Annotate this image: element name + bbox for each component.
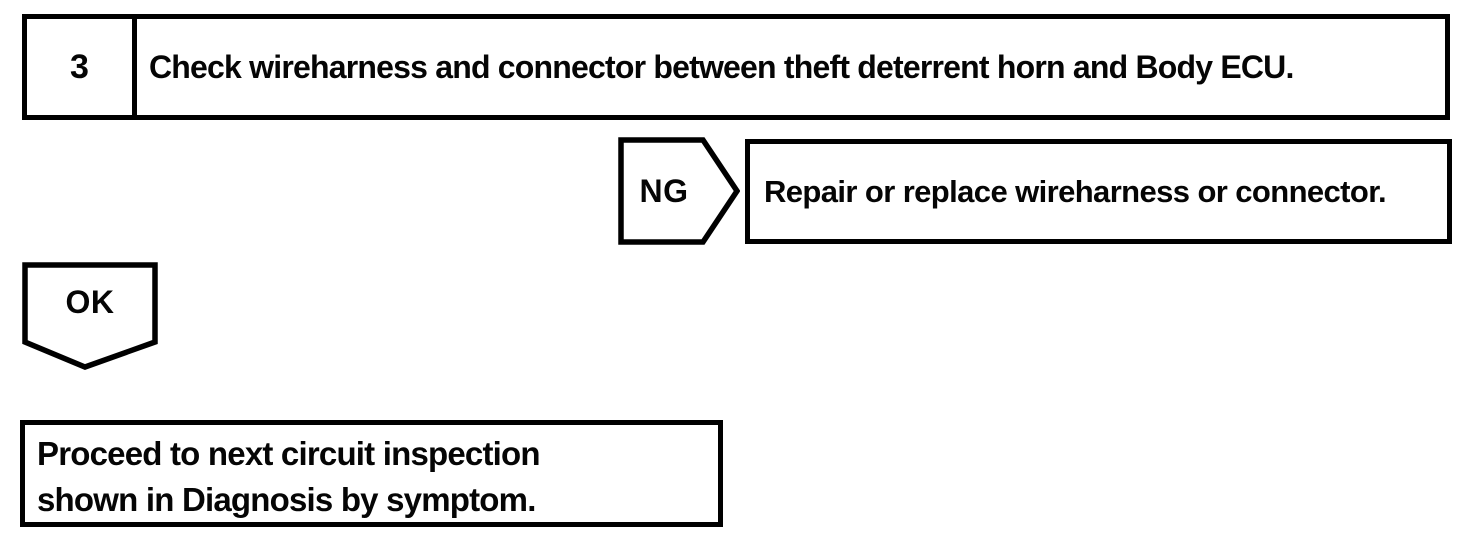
step-box: 3 Check wireharness and connector betwee… (22, 14, 1450, 120)
step-number: 3 (27, 19, 137, 115)
ok-connector: OK (22, 262, 158, 370)
ok-arrow-shape (22, 262, 158, 370)
ng-connector: NG (618, 137, 740, 245)
ng-arrow-shape (618, 137, 740, 245)
result-line-1: Proceed to next circuit inspection (37, 435, 541, 472)
ok-label: OK (65, 283, 115, 320)
ng-action-box: Repair or replace wireharness or connect… (745, 139, 1452, 244)
result-line-2: shown in Diagnosis by symptom. (37, 481, 536, 518)
ng-label: NG (639, 172, 689, 209)
result-box: Proceed to next circuit inspection shown… (20, 420, 723, 527)
step-instruction: Check wireharness and connector between … (149, 48, 1294, 85)
